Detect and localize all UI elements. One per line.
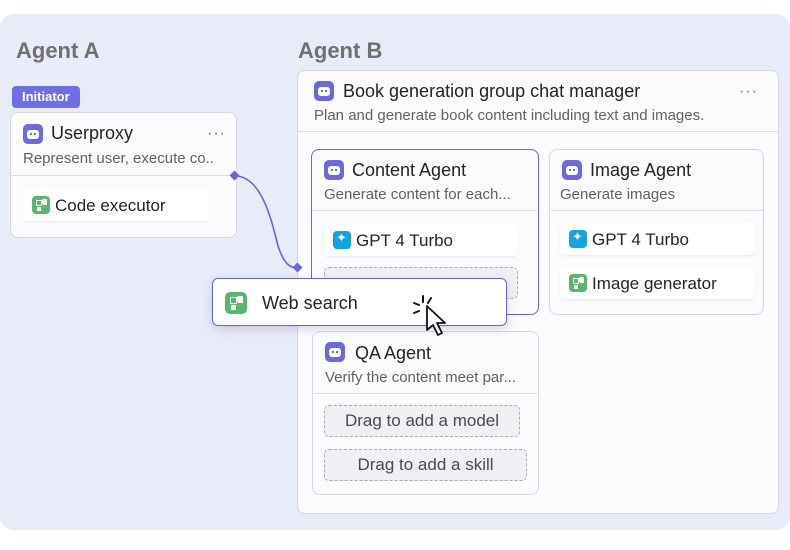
tool-icon xyxy=(225,292,247,314)
image-agent-card[interactable]: Image Agent Generate images GPT 4 Turbo … xyxy=(549,149,764,315)
content-agent-title: Content Agent xyxy=(352,160,467,180)
agent-icon xyxy=(325,342,345,362)
userproxy-title: Userproxy xyxy=(51,123,134,143)
group-manager-title: Book generation group chat manager xyxy=(343,81,641,101)
group-manager-description: Plan and generate book content including… xyxy=(314,107,705,124)
card-divider xyxy=(11,175,236,176)
model-label: GPT 4 Turbo xyxy=(356,231,454,250)
agent-b-heading: Agent B xyxy=(298,38,383,63)
tool-icon xyxy=(32,196,50,214)
card-divider xyxy=(298,131,778,132)
agent-a-heading: Agent A xyxy=(16,38,100,63)
qa-agent-card[interactable]: QA Agent Verify the content meet par... … xyxy=(312,331,539,495)
agent-icon xyxy=(324,160,344,180)
card-divider xyxy=(313,393,538,394)
agent-icon xyxy=(562,160,582,180)
sparkle-icon xyxy=(569,230,587,248)
skill-label: Image generator xyxy=(592,274,717,293)
more-options-icon[interactable]: ··· xyxy=(207,125,226,142)
dragging-skill-web-search[interactable]: Web search xyxy=(212,278,507,326)
model-chip-gpt4-turbo[interactable]: GPT 4 Turbo xyxy=(560,223,755,255)
qa-agent-description: Verify the content meet par... xyxy=(325,369,516,386)
sparkle-icon xyxy=(333,231,351,249)
tool-icon xyxy=(569,274,587,292)
model-chip-gpt4-turbo[interactable]: GPT 4 Turbo xyxy=(324,224,518,256)
card-divider xyxy=(550,210,763,211)
skill-chip-image-generator[interactable]: Image generator xyxy=(560,267,755,299)
agent-icon xyxy=(23,124,43,144)
userproxy-card[interactable]: Userproxy ··· Represent user, execute co… xyxy=(10,112,237,238)
initiator-badge: Initiator xyxy=(12,86,80,108)
image-agent-description: Generate images xyxy=(560,186,676,203)
model-label: GPT 4 Turbo xyxy=(592,230,690,249)
skill-chip-code-executor[interactable]: Code executor xyxy=(23,189,209,221)
card-divider xyxy=(312,210,538,211)
userproxy-description: Represent user, execute co.. xyxy=(23,150,214,167)
dragging-skill-label: Web search xyxy=(262,293,358,313)
content-agent-description: Generate content for each... xyxy=(324,186,511,203)
more-options-icon[interactable]: ··· xyxy=(739,83,758,100)
skill-label: Code executor xyxy=(55,196,166,215)
image-agent-title: Image Agent xyxy=(590,160,692,180)
qa-agent-title: QA Agent xyxy=(355,343,432,363)
model-drop-zone[interactable]: Drag to add a model xyxy=(324,405,520,437)
agent-icon xyxy=(314,81,334,101)
skill-drop-zone[interactable]: Drag to add a skill xyxy=(324,449,527,481)
